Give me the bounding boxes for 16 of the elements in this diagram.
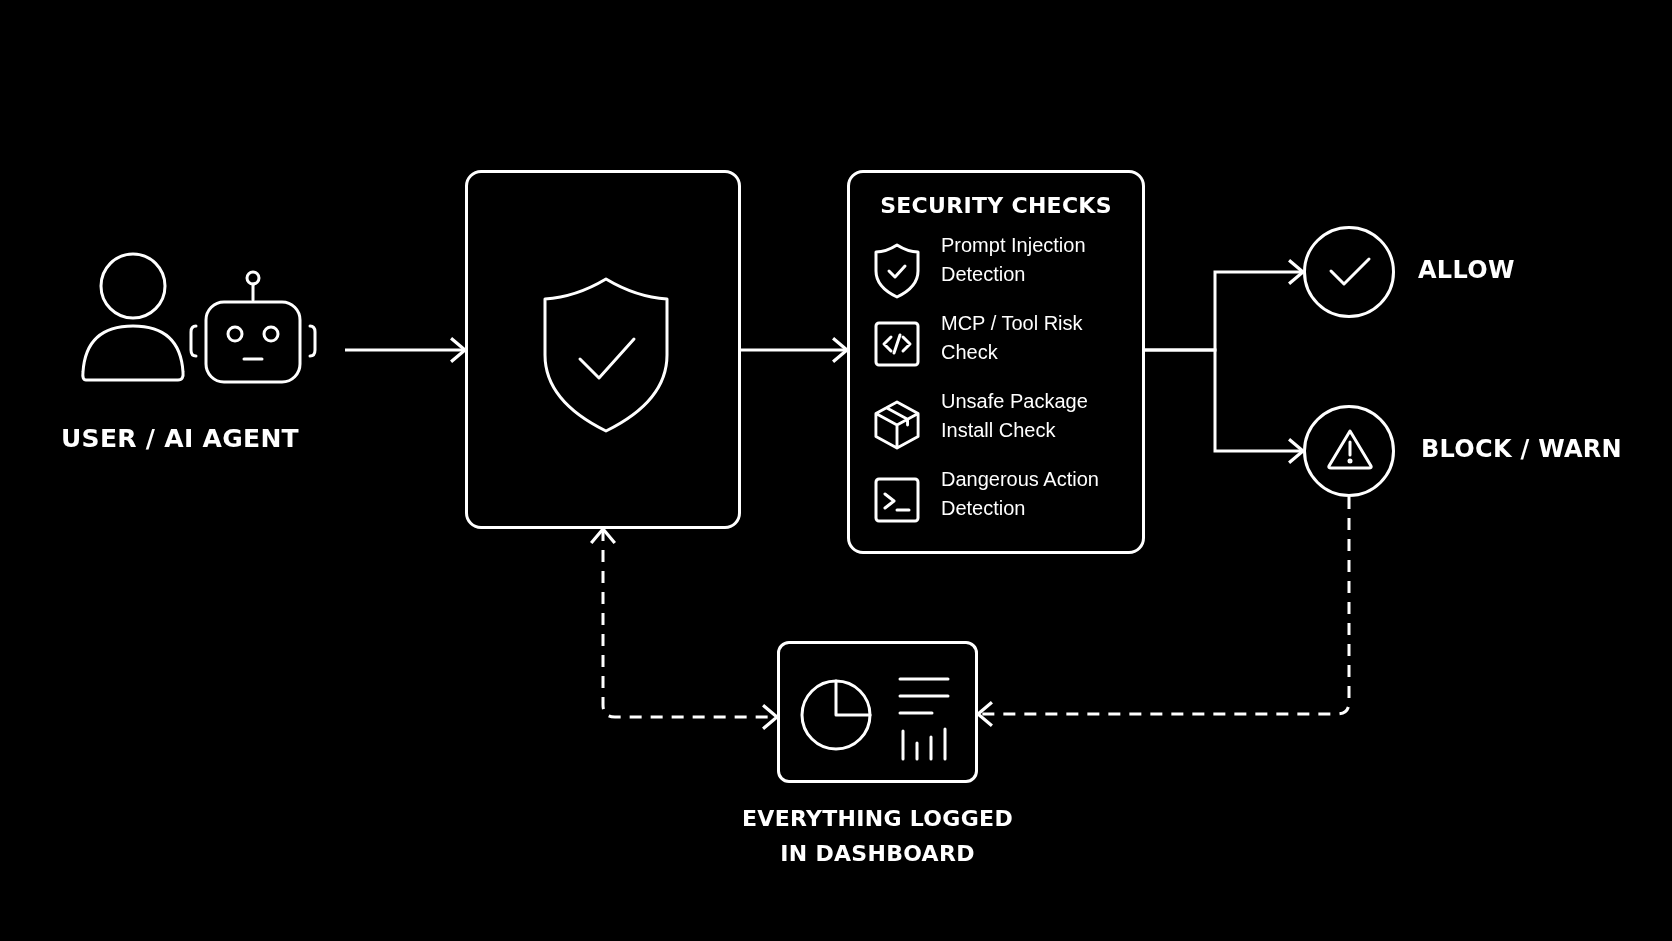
checks-panel [847, 170, 1145, 554]
check-label: MCP / Tool Risk Check [941, 311, 1084, 365]
arrow [345, 336, 467, 364]
dashed-arrow [976, 497, 1351, 728]
node-label: USER / AI AGENT [60, 424, 300, 453]
check-label: Unsafe Package Install Check [941, 389, 1089, 443]
arrow [1145, 348, 1305, 465]
arrow [741, 336, 849, 364]
dashed-arrow [589, 527, 779, 731]
node-label: EVERYTHING LOGGED IN DASHBOARD [741, 805, 1014, 868]
panel-title: SECURITY CHECKS [879, 193, 1113, 218]
check-label: Dangerous Action Detection [941, 467, 1100, 521]
outcome-label: BLOCK / WARN [1421, 435, 1622, 463]
outcome-label: ALLOW [1418, 256, 1515, 284]
check-label: Prompt Injection Detection [941, 233, 1087, 287]
agent-panel [465, 170, 741, 529]
